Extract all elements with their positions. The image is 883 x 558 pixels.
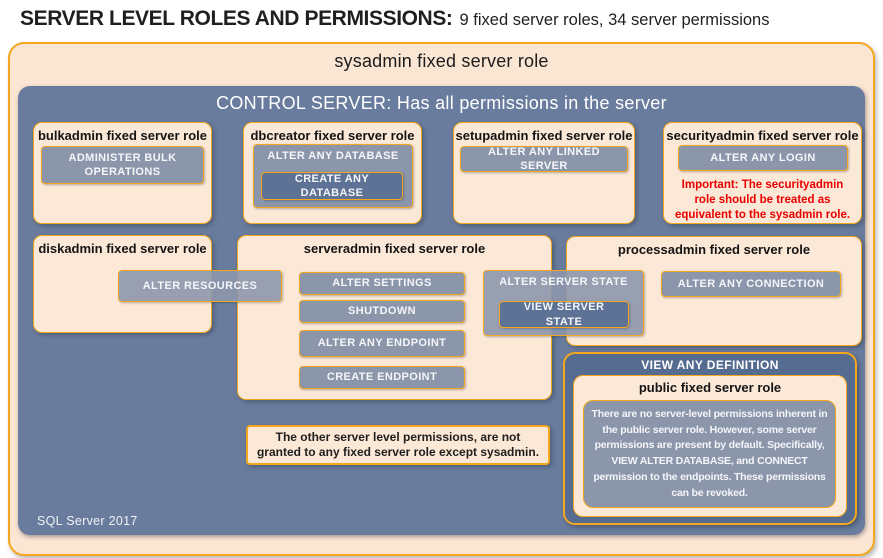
- permission-badge-alter-server-state: ALTER SERVER STATE: [499, 276, 628, 288]
- page-title-main: SERVER LEVEL ROLES AND PERMISSIONS:: [20, 7, 453, 30]
- role-title-serveradmin: serveradmin fixed server role: [303, 241, 486, 256]
- role-title-setupadmin: setupadmin fixed server role: [455, 128, 633, 143]
- role-title-securityadmin: securityadmin fixed server role: [666, 128, 859, 143]
- page-title-sub: 9 fixed server roles, 34 server permissi…: [459, 11, 770, 29]
- page-title: SERVER LEVEL ROLES AND PERMISSIONS: 9 fi…: [20, 7, 769, 31]
- sysadmin-role-label: sysadmin fixed server role: [334, 51, 549, 71]
- permission-badge-alter-settings: ALTER SETTINGS: [299, 272, 465, 295]
- role-box-serveradmin: serveradmin fixed server role ALTER SETT…: [237, 235, 552, 400]
- control-server-label: CONTROL SERVER: Has all permissions in t…: [216, 93, 667, 113]
- permission-badge-alter-any-endpoint: ALTER ANY ENDPOINT: [299, 330, 465, 357]
- permission-badge-shutdown: SHUTDOWN: [299, 300, 465, 323]
- securityadmin-warning-text: Important: The securityadmin role should…: [674, 179, 851, 221]
- role-box-securityadmin: securityadmin fixed server role ALTER AN…: [663, 122, 862, 224]
- role-title-dbcreator: dbcreator fixed server role: [250, 128, 415, 143]
- sql-server-version-label: SQL Server 2017: [37, 514, 138, 528]
- role-title-public: public fixed server role: [638, 380, 782, 395]
- role-box-setupadmin: setupadmin fixed server role ALTER ANY L…: [453, 122, 635, 224]
- permission-badge-create-any-database: CREATE ANY DATABASE: [261, 172, 403, 200]
- permission-badge-view-server-state: VIEW SERVER STATE: [499, 301, 629, 328]
- role-box-bulkadmin: bulkadmin fixed server role ADMINISTER B…: [33, 122, 212, 224]
- role-title-diskadmin: diskadmin fixed server role: [38, 241, 207, 256]
- permission-group-alter-server-state: ALTER SERVER STATE VIEW SERVER STATE: [483, 270, 644, 336]
- permission-badge-alter-any-login: ALTER ANY LOGIN: [678, 145, 848, 171]
- role-title-bulkadmin: bulkadmin fixed server role: [37, 128, 208, 143]
- permission-badge-alter-any-database: ALTER ANY DATABASE: [267, 150, 399, 162]
- public-role-note: There are no server-level permissions in…: [583, 400, 836, 508]
- permission-badge-alter-resources: ALTER RESOURCES: [118, 270, 282, 302]
- permission-badge-view-any-definition: VIEW ANY DEFINITION: [641, 358, 779, 372]
- permission-badge-alter-any-linked-server: ALTER ANY LINKED SERVER: [460, 146, 628, 172]
- permission-badge-create-endpoint: CREATE ENDPOINT: [299, 366, 465, 389]
- permission-badge-alter-any-connection: ALTER ANY CONNECTION: [661, 271, 841, 297]
- role-box-public: public fixed server role There are no se…: [573, 375, 847, 517]
- permission-group-alter-any-database: ALTER ANY DATABASE CREATE ANY DATABASE: [253, 144, 413, 208]
- other-permissions-note: The other server level permissions, are …: [246, 425, 550, 465]
- role-title-processadmin: processadmin fixed server role: [617, 242, 811, 257]
- permission-badge-administer-bulk-operations: ADMINISTER BULK OPERATIONS: [41, 146, 204, 184]
- view-any-definition-group: VIEW ANY DEFINITION public fixed server …: [563, 352, 857, 525]
- role-box-dbcreator: dbcreator fixed server role ALTER ANY DA…: [243, 122, 422, 224]
